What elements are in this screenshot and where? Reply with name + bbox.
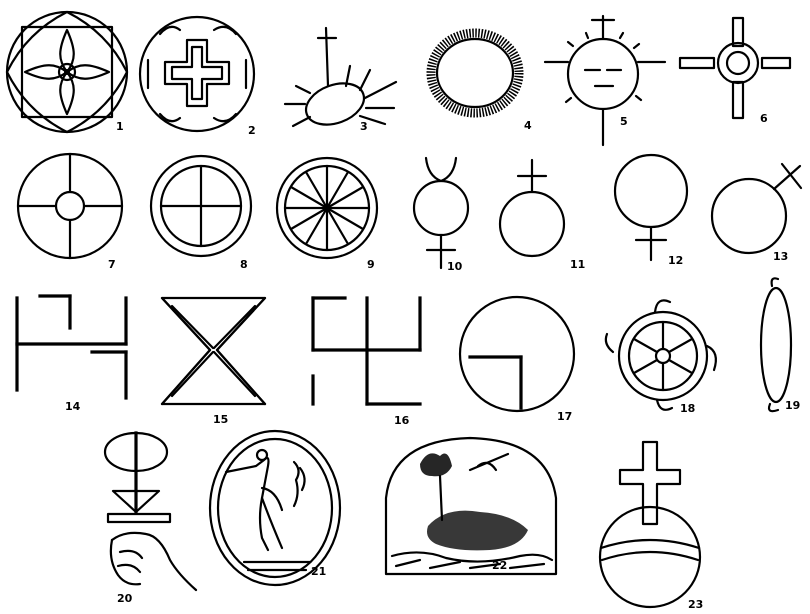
- figure-21-number: 21: [311, 565, 326, 578]
- figure-7-number: 7: [108, 258, 116, 271]
- figure-13-mars-orb: 13: [712, 164, 801, 263]
- figure-20-number: 20: [117, 592, 133, 605]
- figure-6-number: 6: [760, 112, 768, 125]
- figure-2-stepped-cross-disc: 2: [140, 17, 256, 137]
- figure-21-medallion: 21: [210, 431, 340, 585]
- figure-11-number: 11: [570, 258, 585, 271]
- figure-15-cross-pattee: 15: [162, 298, 265, 426]
- figure-9-spoked-wheel: 9: [277, 158, 377, 271]
- figure-17-circle-with-bend: 17: [460, 297, 574, 423]
- figure-22-number: 22: [492, 559, 507, 572]
- figure-14-hooked-cross: 14: [17, 296, 126, 413]
- figure-5-number: 5: [620, 115, 628, 128]
- figure-3-rayed-oval: 3: [285, 28, 396, 133]
- figure-20-hand-held-emblem: 20: [105, 433, 196, 605]
- figure-9-number: 9: [367, 258, 375, 271]
- figure-15-number: 15: [213, 413, 228, 426]
- figure-22-bull-relief: 22: [386, 438, 556, 574]
- figure-18-number: 18: [680, 402, 695, 415]
- figure-23-number: 23: [688, 598, 703, 611]
- figure-6-ringed-cross: 6: [680, 18, 790, 125]
- figure-16-number: 16: [394, 414, 410, 427]
- figure-17-number: 17: [557, 410, 572, 423]
- figure-2-number: 2: [248, 124, 256, 137]
- figure-16-hooked-cross: 16: [313, 298, 420, 427]
- figure-8-number: 8: [240, 258, 248, 271]
- figure-3-number: 3: [360, 120, 368, 133]
- figure-23-globus-cruciger: 23: [600, 442, 703, 611]
- figure-18-leafed-wheel: 18: [606, 300, 716, 415]
- figure-5-sun-face: 5: [545, 16, 665, 145]
- figure-10-horned-orb: 10: [414, 158, 468, 273]
- figure-19-number: 19: [785, 399, 800, 412]
- figure-1-number: 1: [116, 120, 124, 133]
- figure-1-quatrefoil-disc: 1: [7, 12, 127, 133]
- figure-13-number: 13: [773, 250, 788, 263]
- figure-14-number: 14: [65, 400, 81, 413]
- figure-10-number: 10: [447, 260, 463, 273]
- figure-4-rayed-ring: 4: [431, 33, 532, 132]
- figure-7-ring-with-spokes: 7: [18, 154, 122, 271]
- figure-4-number: 4: [524, 119, 532, 132]
- figure-19-vertical-lens: 19: [761, 278, 800, 412]
- figure-12-venus-orb: 12: [615, 155, 687, 267]
- figure-8-double-ring-cross: 8: [151, 156, 251, 271]
- figure-12-number: 12: [668, 254, 683, 267]
- figure-11-cross-orb: 11: [500, 160, 585, 271]
